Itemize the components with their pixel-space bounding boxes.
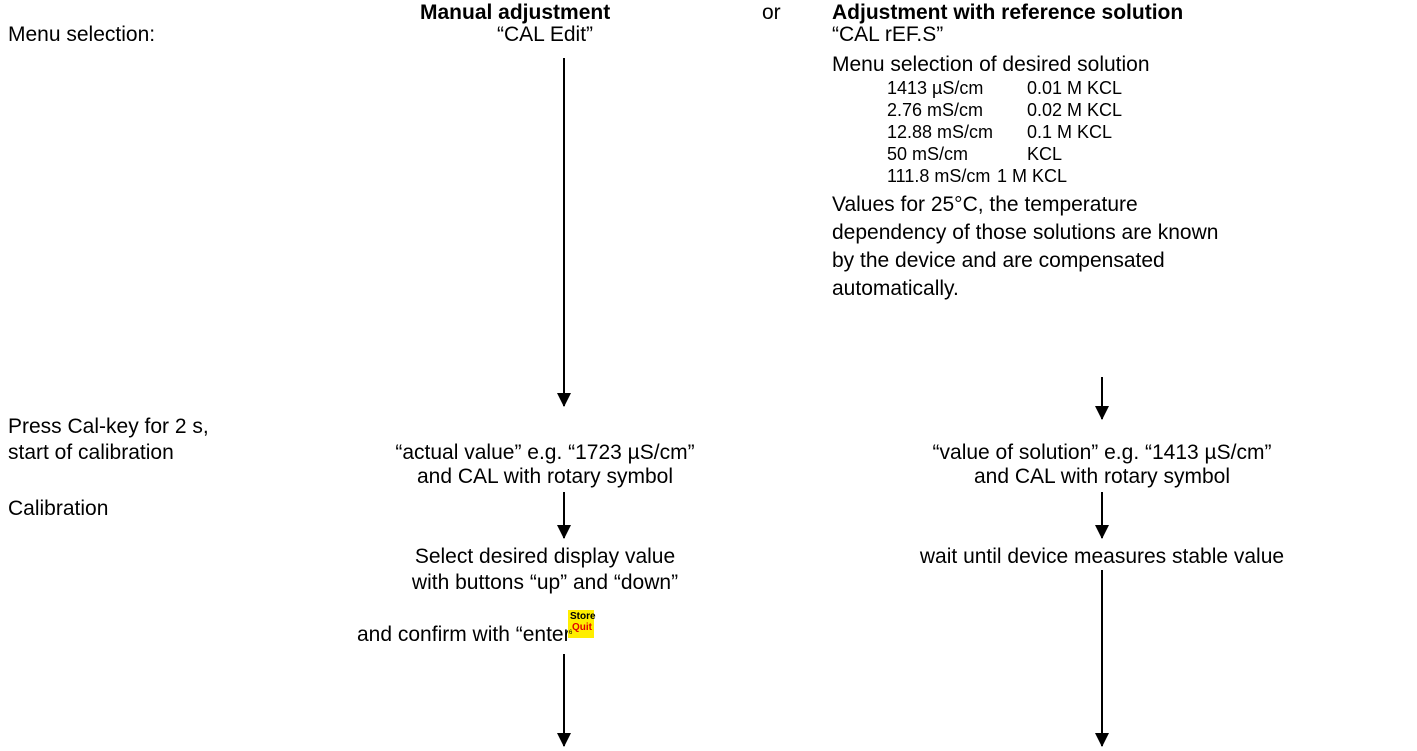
solution-value: 1413 µS/cm xyxy=(887,78,984,98)
label-press-cal-2: start of calibration xyxy=(8,441,174,464)
label-press-cal-1: Press Cal-key for 2 s, xyxy=(8,415,209,438)
manual-select-buttons: with buttons “up” and “down” xyxy=(411,571,679,594)
arrow-down-icon xyxy=(557,58,571,407)
manual-confirm-enter: and confirm with “enter” xyxy=(357,623,578,646)
solution-name: 1 M KCL xyxy=(997,166,1068,186)
reference-note-2: dependency of those solutions are known xyxy=(832,221,1219,244)
manual-heading: Manual adjustment xyxy=(420,1,611,24)
solution-value: 12.88 mS/cm xyxy=(887,122,994,142)
arrow-down-icon xyxy=(1095,377,1109,420)
reference-value-cal: and CAL with rotary symbol xyxy=(974,465,1230,488)
solution-value: 2.76 mS/cm xyxy=(887,100,984,120)
manual-actual-cal: and CAL with rotary symbol xyxy=(417,465,673,488)
manual-select-value: Select desired display value xyxy=(414,545,676,568)
label-calibration: Calibration xyxy=(8,497,109,520)
store-quit-key-icon: Store Quit 6 xyxy=(568,610,596,638)
arrow-down-icon xyxy=(1095,570,1109,747)
reference-note-1: Values for 25°C, the temperature xyxy=(832,193,1138,216)
solution-name: 0.02 M KCL xyxy=(1027,100,1123,120)
or-label: or xyxy=(762,1,781,24)
manual-menu-item: “CAL Edit” xyxy=(496,23,594,46)
reference-menu-desc: Menu selection of desired solution xyxy=(832,53,1150,76)
solution-name: 0.1 M KCL xyxy=(1027,122,1113,142)
reference-heading: Adjustment with reference solution xyxy=(832,1,1184,24)
arrow-down-icon xyxy=(557,654,571,747)
solution-value: 50 mS/cm xyxy=(887,144,969,164)
reference-note-3: by the device and are compensated xyxy=(832,249,1165,272)
solution-name: 0.01 M KCL xyxy=(1027,78,1123,98)
reference-note-4: automatically. xyxy=(832,277,959,300)
key-quit-label: Quit xyxy=(572,622,592,633)
manual-actual-value: “actual value” e.g. “1723 µS/cm” xyxy=(395,441,695,464)
reference-wait-stable: wait until device measures stable value xyxy=(919,545,1285,568)
label-menu-selection: Menu selection: xyxy=(8,23,156,46)
key-digit-label: 6 xyxy=(569,630,573,636)
reference-menu-item: “CAL rEF.S” xyxy=(832,23,944,46)
arrow-down-icon xyxy=(1095,492,1109,539)
reference-value-of-solution: “value of solution” e.g. “1413 µS/cm” xyxy=(932,441,1272,464)
solution-value: 111.8 mS/cm xyxy=(887,166,991,186)
key-store-label: Store xyxy=(570,611,596,622)
solution-name: KCL xyxy=(1027,144,1063,164)
arrow-down-icon xyxy=(557,492,571,539)
